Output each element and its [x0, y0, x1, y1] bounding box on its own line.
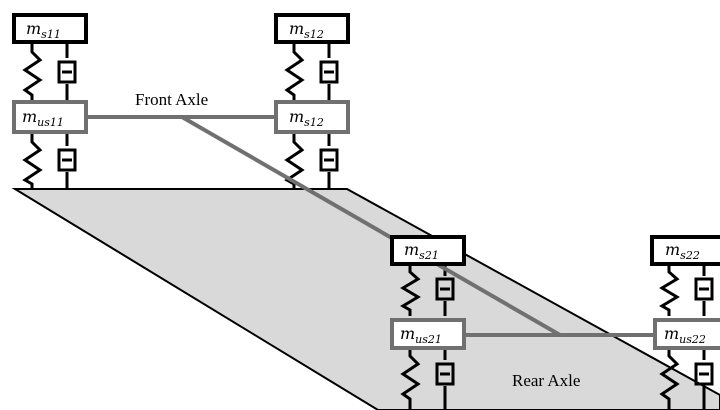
- svg-text:mus22: mus22: [664, 324, 706, 346]
- upper-damper: [694, 264, 714, 316]
- mass-subscript: us21: [415, 333, 442, 346]
- svg-text:ms21: ms21: [404, 240, 439, 262]
- corner-rear-right: [659, 264, 714, 410]
- upper-damper: [319, 42, 339, 102]
- mass-symbol: m: [664, 324, 679, 343]
- svg-text:ms12: ms12: [289, 19, 324, 41]
- sprung-mass-11: ms11: [12, 13, 88, 44]
- mass-symbol: m: [22, 107, 37, 126]
- svg-text:ms12: ms12: [289, 107, 324, 129]
- lower-spring: [400, 346, 421, 410]
- unsprung-mass-11: mus11: [12, 100, 88, 134]
- chassis-diagonal: [181, 115, 561, 337]
- lower-spring: [659, 346, 680, 410]
- sprung-mass-21: ms21: [390, 235, 466, 266]
- corner-front-left: [22, 42, 77, 189]
- svg-text:ms11: ms11: [26, 19, 61, 41]
- mass-subscript: s11: [41, 28, 61, 41]
- lower-spring: [22, 132, 43, 189]
- mass-symbol: m: [26, 19, 41, 38]
- unsprung-mass-21: mus21: [390, 318, 466, 350]
- upper-spring: [400, 264, 421, 316]
- mass-subscript: s12: [304, 116, 324, 129]
- sprung-mass-22: ms22: [650, 235, 720, 266]
- mass-symbol: m: [289, 19, 304, 38]
- upper-spring: [284, 42, 305, 102]
- corner-front-right: [284, 42, 339, 189]
- mass-symbol: m: [665, 240, 680, 259]
- upper-spring: [659, 264, 680, 316]
- upper-spring: [22, 42, 43, 102]
- mass-symbol: m: [289, 107, 304, 126]
- mass-symbol: m: [400, 324, 415, 343]
- mass-subscript: us11: [37, 116, 64, 129]
- upper-damper: [57, 42, 77, 102]
- rear-axle-label: Rear Axle: [512, 371, 580, 390]
- svg-text:mus21: mus21: [400, 324, 442, 346]
- lower-damper: [57, 132, 77, 189]
- lower-damper: [319, 132, 339, 189]
- svg-text:ms22: ms22: [665, 240, 700, 262]
- front-axle-label: Front Axle: [135, 90, 208, 109]
- mass-symbol: m: [404, 240, 419, 259]
- lower-spring: [284, 132, 305, 189]
- road-surface: [11, 188, 720, 410]
- mass-subscript: s21: [419, 249, 439, 262]
- unsprung-mass-12: ms12: [274, 100, 350, 134]
- mass-subscript: us22: [679, 333, 706, 346]
- sprung-mass-12: ms12: [274, 13, 350, 44]
- svg-text:mus11: mus11: [22, 107, 64, 129]
- unsprung-mass-22: mus22: [653, 318, 720, 350]
- mass-subscript: s12: [304, 28, 324, 41]
- mass-subscript: s22: [680, 249, 700, 262]
